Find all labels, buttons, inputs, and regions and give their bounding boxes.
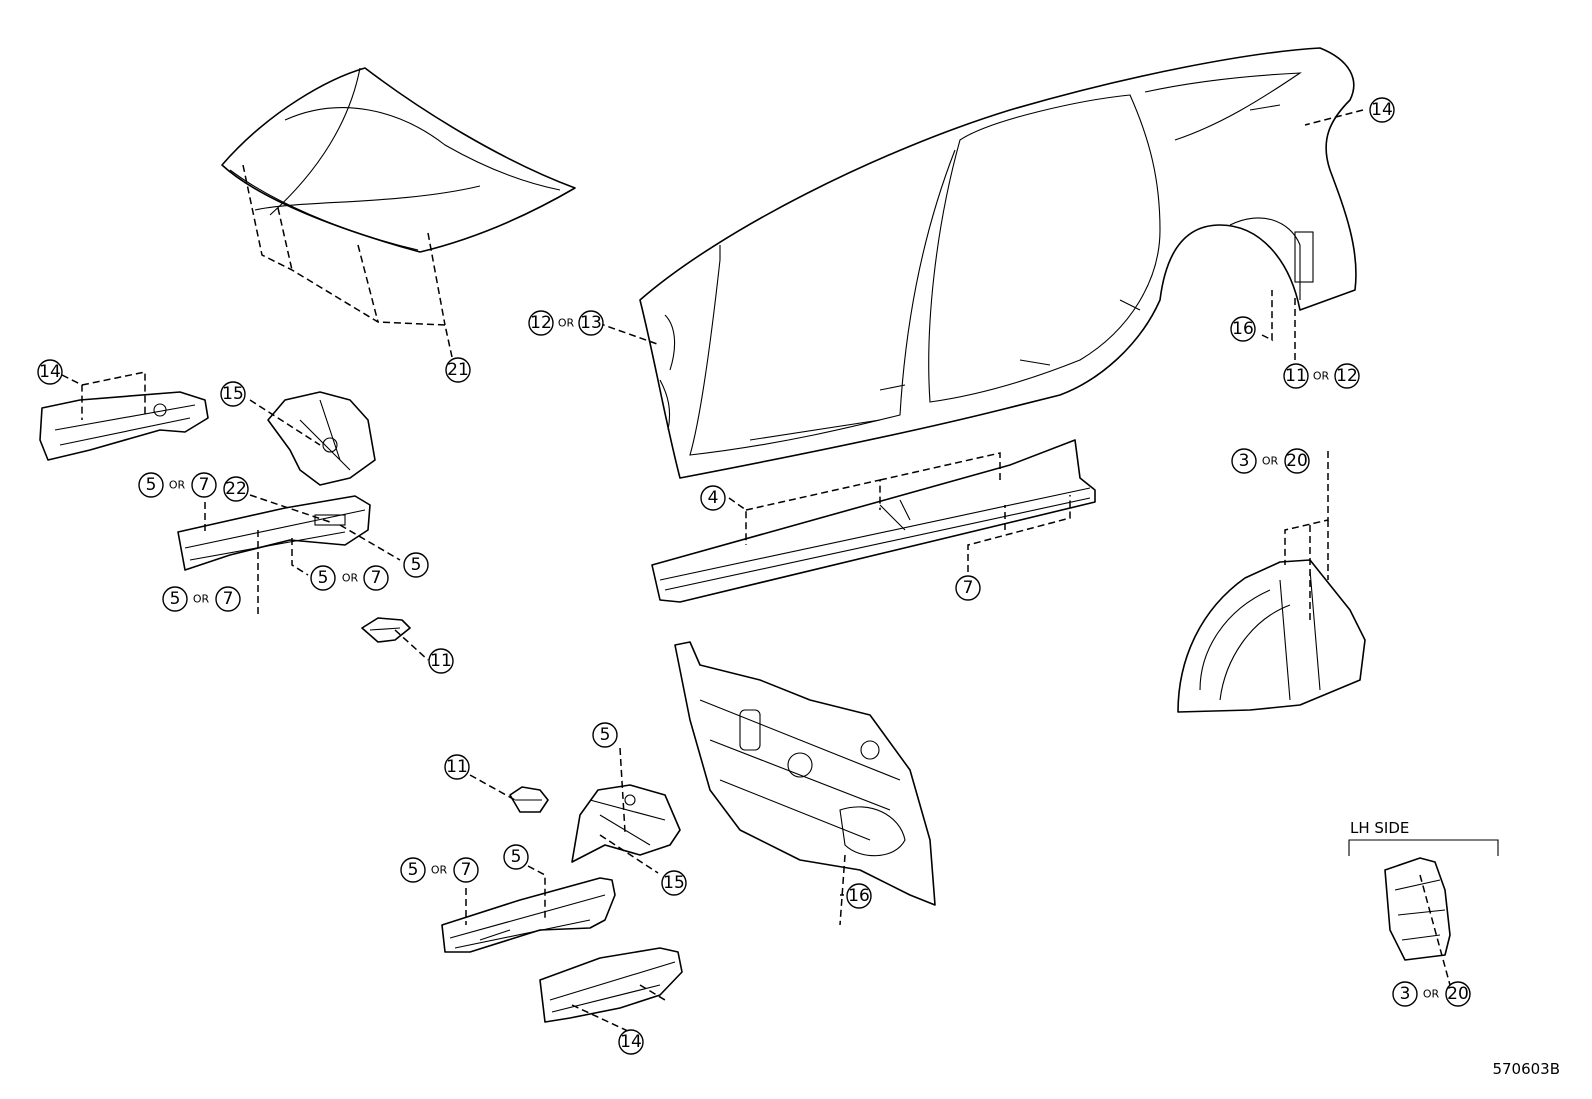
callout-5-or-7-c: 5 OR 7 xyxy=(162,586,241,612)
callout-11-bracket-upper: 11 xyxy=(428,648,454,674)
svg-text:5: 5 xyxy=(146,475,157,495)
callout-14-lower-member: 14 xyxy=(618,1029,644,1055)
svg-text:4: 4 xyxy=(708,488,719,508)
svg-text:11: 11 xyxy=(1285,366,1307,386)
svg-text:3: 3 xyxy=(1239,451,1250,471)
hood-panel xyxy=(221,67,576,253)
svg-text:15: 15 xyxy=(222,384,244,404)
svg-text:14: 14 xyxy=(1371,100,1393,120)
svg-text:16: 16 xyxy=(848,886,870,906)
bracket-small-lower xyxy=(509,786,549,813)
inset-label: LH SIDE xyxy=(1350,819,1409,837)
callout-5-member-lh: 5 xyxy=(503,844,529,870)
upper-member-leader-lines xyxy=(61,371,146,420)
callout-7-rocker: 7 xyxy=(955,575,981,601)
svg-text:OR: OR xyxy=(1262,455,1279,468)
front-side-member-lower xyxy=(539,947,683,1023)
svg-text:7: 7 xyxy=(461,860,472,880)
bracket-upper-leader xyxy=(394,629,429,661)
member-rh-leader-lines xyxy=(204,494,401,618)
callout-3-or-20-housing: 3 OR 20 xyxy=(1231,448,1310,474)
front-side-member-upper xyxy=(39,391,209,461)
member-lh-leader-lines xyxy=(465,865,546,925)
callout-16-dash: 16 xyxy=(846,883,872,909)
front-side-member-rh xyxy=(177,495,371,571)
svg-text:14: 14 xyxy=(39,362,61,382)
svg-text:5: 5 xyxy=(408,860,419,880)
svg-text:5: 5 xyxy=(600,725,611,745)
hood-leader-lines xyxy=(242,164,453,358)
callout-15-apron-lh: 15 xyxy=(661,870,687,896)
svg-text:OR: OR xyxy=(193,593,210,606)
side-outer-panel xyxy=(639,47,1357,479)
svg-text:20: 20 xyxy=(1447,984,1469,1004)
svg-text:13: 13 xyxy=(580,313,602,333)
callout-14-quarter: 14 xyxy=(1369,97,1395,123)
svg-text:5: 5 xyxy=(170,589,181,609)
rocker-leader-lines xyxy=(728,452,1071,572)
svg-text:12: 12 xyxy=(530,313,552,333)
svg-text:5: 5 xyxy=(411,555,422,575)
callout-22: 22 xyxy=(223,476,249,502)
callout-5-or-7-a: 5 OR 7 xyxy=(138,472,217,498)
svg-text:7: 7 xyxy=(199,475,210,495)
svg-text:OR: OR xyxy=(342,572,359,585)
svg-text:21: 21 xyxy=(447,360,469,380)
apron-lh-leader-lines xyxy=(599,747,659,874)
rear-wheel-housing xyxy=(1177,559,1366,713)
rocker-panel xyxy=(651,439,1096,603)
apron-rh-leader-lines xyxy=(249,399,321,446)
callout-16-quarter: 16 xyxy=(1230,316,1256,342)
callout-5-member-rh: 5 xyxy=(403,552,429,578)
svg-text:14: 14 xyxy=(620,1032,642,1052)
inset-leader-line xyxy=(1419,874,1451,986)
dash-panel xyxy=(674,641,936,906)
bracket-small-upper xyxy=(361,617,411,643)
svg-text:OR: OR xyxy=(169,479,186,492)
callout-5-or-7-member-lh: 5 OR 7 xyxy=(400,857,479,883)
svg-text:5: 5 xyxy=(318,568,329,588)
svg-text:11: 11 xyxy=(430,651,452,671)
svg-text:16: 16 xyxy=(1232,319,1254,339)
svg-text:5: 5 xyxy=(511,847,522,867)
svg-text:15: 15 xyxy=(663,873,685,893)
side-panel-leader-lines xyxy=(597,109,1364,360)
diagram-code: 570603B xyxy=(1492,1060,1560,1078)
svg-text:OR: OR xyxy=(431,864,448,877)
wheel-housing-leader-lines xyxy=(1284,451,1329,620)
svg-text:7: 7 xyxy=(963,578,974,598)
member-lower-leader-lines xyxy=(571,984,666,1033)
callout-5-or-7-b: 5 OR 7 xyxy=(310,565,389,591)
callout-14-upper-member: 14 xyxy=(37,359,63,385)
callout-11-bracket-lower: 11 xyxy=(444,754,470,780)
bracket-lower-leader xyxy=(469,774,516,801)
apron-upper-rh xyxy=(267,391,376,486)
svg-text:22: 22 xyxy=(225,479,247,499)
svg-text:OR: OR xyxy=(1423,988,1440,1001)
callout-11-or-12: 11 OR 12 xyxy=(1283,363,1360,389)
callout-21: 21 xyxy=(445,357,471,383)
apron-upper-lh xyxy=(571,784,681,863)
svg-text:OR: OR xyxy=(558,317,575,330)
callout-12-or-13: 12 OR 13 xyxy=(528,310,604,336)
callout-15-apron-rh: 15 xyxy=(220,381,246,407)
svg-text:11: 11 xyxy=(446,757,468,777)
front-side-member-lh xyxy=(441,877,616,953)
svg-text:7: 7 xyxy=(223,589,234,609)
svg-text:7: 7 xyxy=(371,568,382,588)
svg-text:OR: OR xyxy=(1313,370,1330,383)
callout-4: 4 xyxy=(700,485,726,511)
callout-5-apron-lh: 5 xyxy=(592,722,618,748)
svg-text:3: 3 xyxy=(1400,984,1411,1004)
lh-side-inset xyxy=(1348,839,1499,961)
callout-3-or-20-inset: 3 OR 20 xyxy=(1392,981,1471,1007)
svg-text:12: 12 xyxy=(1336,366,1358,386)
svg-text:20: 20 xyxy=(1286,451,1308,471)
